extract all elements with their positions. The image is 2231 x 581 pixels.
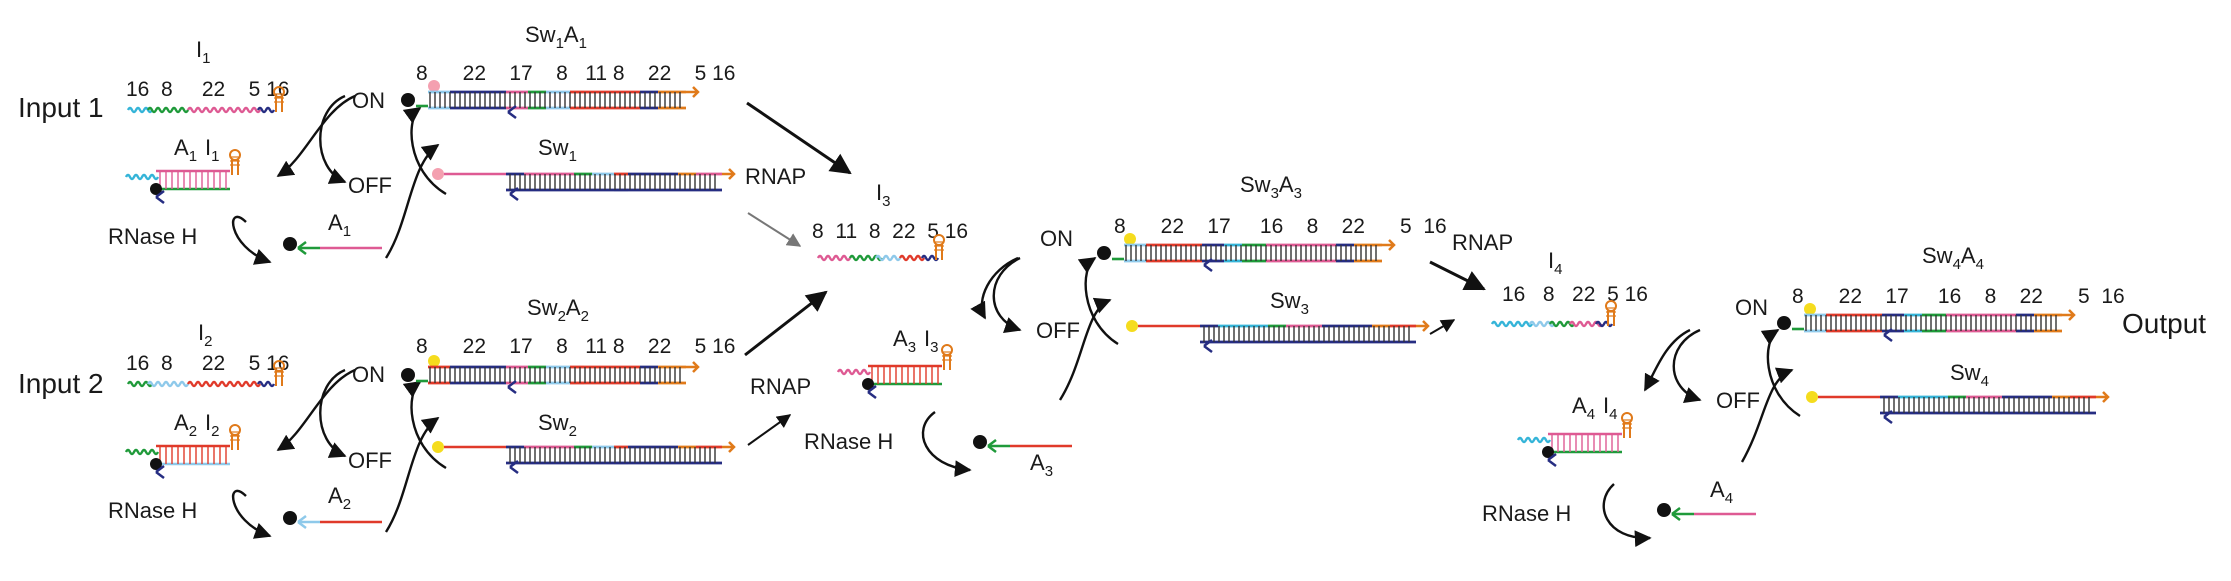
template-sw1 [432,168,736,201]
rnaseh-label-1: RNase H [108,224,197,249]
cycle-4-to-a4i4 [1643,328,1691,392]
flow-arrows [744,101,1486,357]
cycle-1-to-a1i1 [276,94,356,178]
off-label-2: OFF [348,448,392,473]
complex-a4i4 [1516,412,1633,467]
sw4-name: Sw4 [1950,360,1989,390]
template-sw2 [432,441,736,474]
off-label-1: OFF [348,173,392,198]
strand-a4 [1657,503,1756,521]
i1-domain-lengths: 16 8 22 5 16 [126,78,289,101]
i3-name: I3 [876,180,890,210]
template-sw4a4 [1777,303,2076,342]
cycle-3-rnaseh [921,411,972,478]
i2-domain-lengths: 16 8 22 5 16 [126,352,289,375]
strand-a3 [973,435,1072,453]
sw4a4-domain-lengths: 8 22 17 16 8 22 5 16 [1792,285,2125,308]
template-sw2a2 [401,355,700,394]
off-label-3: OFF [1036,318,1080,343]
molecules [124,80,2110,529]
sw1a1-domain-lengths: 8 22 17 8 11 8 22 5 16 [416,62,735,85]
i4-domain-lengths: 16 8 22 5 16 [1502,283,1648,306]
i4-name: I4 [1548,248,1562,278]
cycle-4-sw4-to-sw4a4 [1760,328,1801,418]
template-sw3 [1126,320,1430,353]
minor-arrows [747,212,1456,446]
cycle-3-sw3-to-sw3a3 [1077,257,1119,346]
cycle-1-sw1-to-sw1a1 [402,107,447,196]
arrow-sw3a3-to-i4 [1429,260,1486,291]
sw3a3-name: Sw3A3 [1240,172,1302,202]
strand-i4 [1490,300,1617,328]
cycle-2-on-off [319,368,347,458]
complex-a2i2 [124,424,241,479]
rnap-label-2: RNAP [750,374,811,399]
a1-name: A1 [328,210,351,240]
sw3a3-domain-lengths: 8 22 17 16 8 22 5 16 [1114,215,1447,238]
input-2-label: Input 2 [18,368,104,399]
cycle-2-to-a2i2 [276,368,356,452]
i3-domain-lengths: 8 11 8 22 5 16 [812,220,968,243]
rnap-label-3: RNAP [1452,230,1513,255]
on-label-3: ON [1040,226,1073,251]
cycle-arrows [232,94,1801,548]
cycle-2-rnaseh [232,489,272,539]
rnaseh-label-4: RNase H [1482,501,1571,526]
a2-name: A2 [328,483,351,513]
cycle-3-to-a3i3 [970,256,1019,320]
a4-name: A4 [1710,477,1733,507]
on-label-2: ON [352,362,385,387]
a3-name: A3 [1030,450,1053,480]
output-label: Output [2122,308,2206,339]
on-label-4: ON [1735,295,1768,320]
sw2a2-domain-lengths: 8 22 17 8 11 8 22 5 16 [416,335,735,358]
i2-name: I2 [198,320,212,350]
complex-a1i1 [124,149,241,204]
complex-a3i3 [836,344,953,399]
arrow-sw3-leak-to-i4 [1429,319,1456,335]
cycle-2-sw2-to-sw2a2 [402,381,447,470]
input-1-label: Input 1 [18,92,104,123]
strand-i2 [126,360,285,388]
cycle-4-rnaseh [1602,483,1652,548]
i1-name: I1 [196,37,210,67]
strand-i1 [126,86,285,114]
cycle-3-a3-to-sw3 [1058,297,1112,401]
rnaseh-label-3: RNase H [804,429,893,454]
cycle-4-a4-to-sw4 [1740,367,1794,463]
rnap-label-1: RNAP [745,164,806,189]
sw2a2-name: Sw2A2 [527,295,589,325]
template-sw1a1 [401,80,700,119]
sw4a4-name: Sw4A4 [1922,243,1984,273]
strand-a1 [283,237,382,255]
rnaseh-label-2: RNase H [108,498,197,523]
cycle-4-on-off [1672,328,1702,404]
on-label-1: ON [352,88,385,113]
strand-i3 [816,234,945,262]
sw3-name: Sw3 [1270,288,1309,318]
cycle-2-a2-to-sw2 [384,417,440,533]
cycle-1-a1-to-sw1 [384,144,440,259]
off-label-4: OFF [1716,388,1760,413]
sw2-name: Sw2 [538,410,577,440]
strand-a2 [283,511,382,529]
cycle-1-rnaseh [232,215,272,265]
cycle-1-on-off [319,94,347,184]
sw1a1-name: Sw1A1 [525,22,587,52]
cycle-3-on-off [992,256,1022,334]
arrow-sw1a1-to-i3 [746,101,852,175]
template-sw3a3 [1097,233,1396,272]
arrow-sw1-leak-to-i3 [747,212,802,247]
arrow-sw2-leak-to-a3i3 [747,414,792,446]
sw1-name: Sw1 [538,135,577,165]
template-sw4 [1806,391,2110,424]
arrow-sw2a2-to-i3 [744,290,828,357]
